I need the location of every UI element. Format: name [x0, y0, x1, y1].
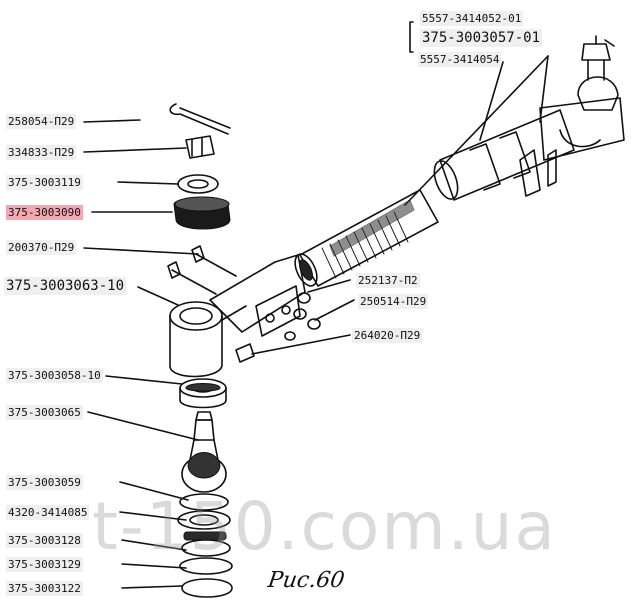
label-264020-p29: 264020-П29 — [352, 328, 423, 343]
label-334833-p29: 334833-П29 — [6, 145, 77, 160]
label-5557-3414052-01: 5557-3414052-01 — [420, 11, 524, 26]
label-375-3003129: 375-3003129 — [6, 557, 83, 572]
label-375-3003119: 375-3003119 — [6, 175, 83, 190]
label-375-3003128: 375-3003128 — [6, 533, 83, 548]
label-258054-p29: 258054-П29 — [6, 114, 77, 129]
figure-caption: Рис.60 — [266, 568, 347, 593]
label-375-3003057-01: 375-3003057-01 — [420, 29, 543, 47]
label-252137-p2: 252137-П2 — [356, 273, 420, 288]
label-bracket — [409, 21, 414, 53]
label-375-3003059: 375-3003059 — [6, 475, 83, 490]
label-375-3003090: 375-3003090 — [6, 205, 83, 220]
label-200370-p29: 200370-П29 — [6, 240, 77, 255]
label-375-3003058-10: 375-3003058-10 — [6, 368, 103, 383]
watermark: t-150.com.ua — [92, 488, 557, 565]
label-4320-3414085: 4320-3414085 — [6, 505, 90, 520]
label-5557-3414054: 5557-3414054 — [418, 52, 502, 67]
label-375-3003065: 375-3003065 — [6, 405, 83, 420]
label-250514-p29: 250514-П29 — [358, 294, 429, 309]
label-375-3003063-10: 375-3003063-10 — [4, 277, 127, 295]
label-375-3003122: 375-3003122 — [6, 581, 83, 596]
